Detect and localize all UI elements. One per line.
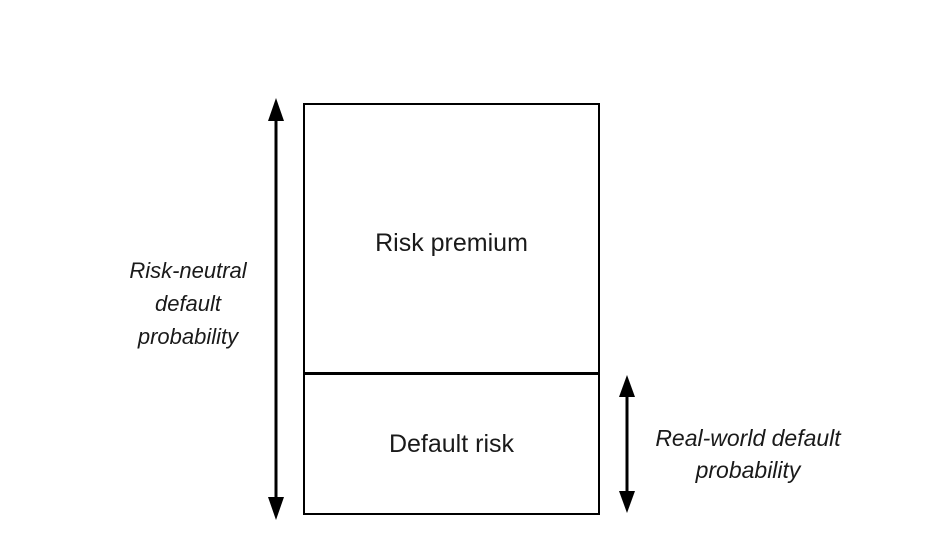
stacked-probability-box: Risk premium Default risk: [303, 103, 600, 515]
risk-premium-segment: Risk premium: [305, 105, 598, 375]
risk-premium-label: Risk premium: [375, 229, 528, 257]
risk-neutral-probability-label: Risk-neutral default probability: [129, 258, 247, 349]
real-world-span-arrow-icon: [619, 375, 635, 513]
default-risk-label: Default risk: [388, 429, 515, 458]
risk-neutral-span-arrow-icon: [268, 98, 284, 520]
default-risk-segment: Default risk: [305, 375, 598, 513]
real-world-probability-label: Real-world default probability: [655, 425, 841, 483]
